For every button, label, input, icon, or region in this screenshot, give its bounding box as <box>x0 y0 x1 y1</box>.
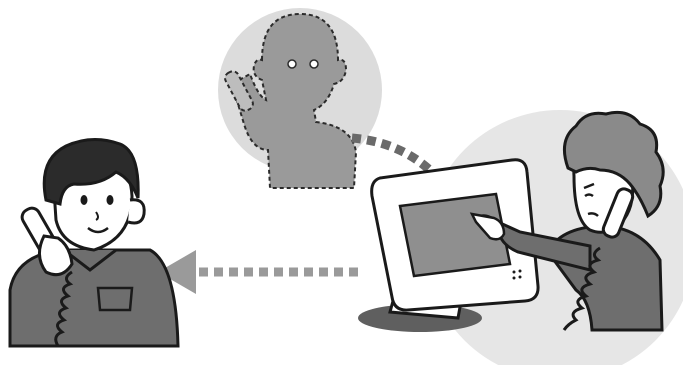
suspicious-caller <box>218 8 382 188</box>
son-figure <box>10 139 178 346</box>
caller-left-eye <box>288 60 296 68</box>
son-left-eye <box>81 195 88 205</box>
son-right-eye <box>107 195 114 205</box>
left-arrow-icon <box>158 250 358 294</box>
caller-right-eye <box>310 60 318 68</box>
son-hand <box>39 236 72 275</box>
grandma-eye <box>585 195 593 197</box>
son-ear <box>128 200 144 223</box>
caller-to-monitor-link <box>352 138 432 172</box>
